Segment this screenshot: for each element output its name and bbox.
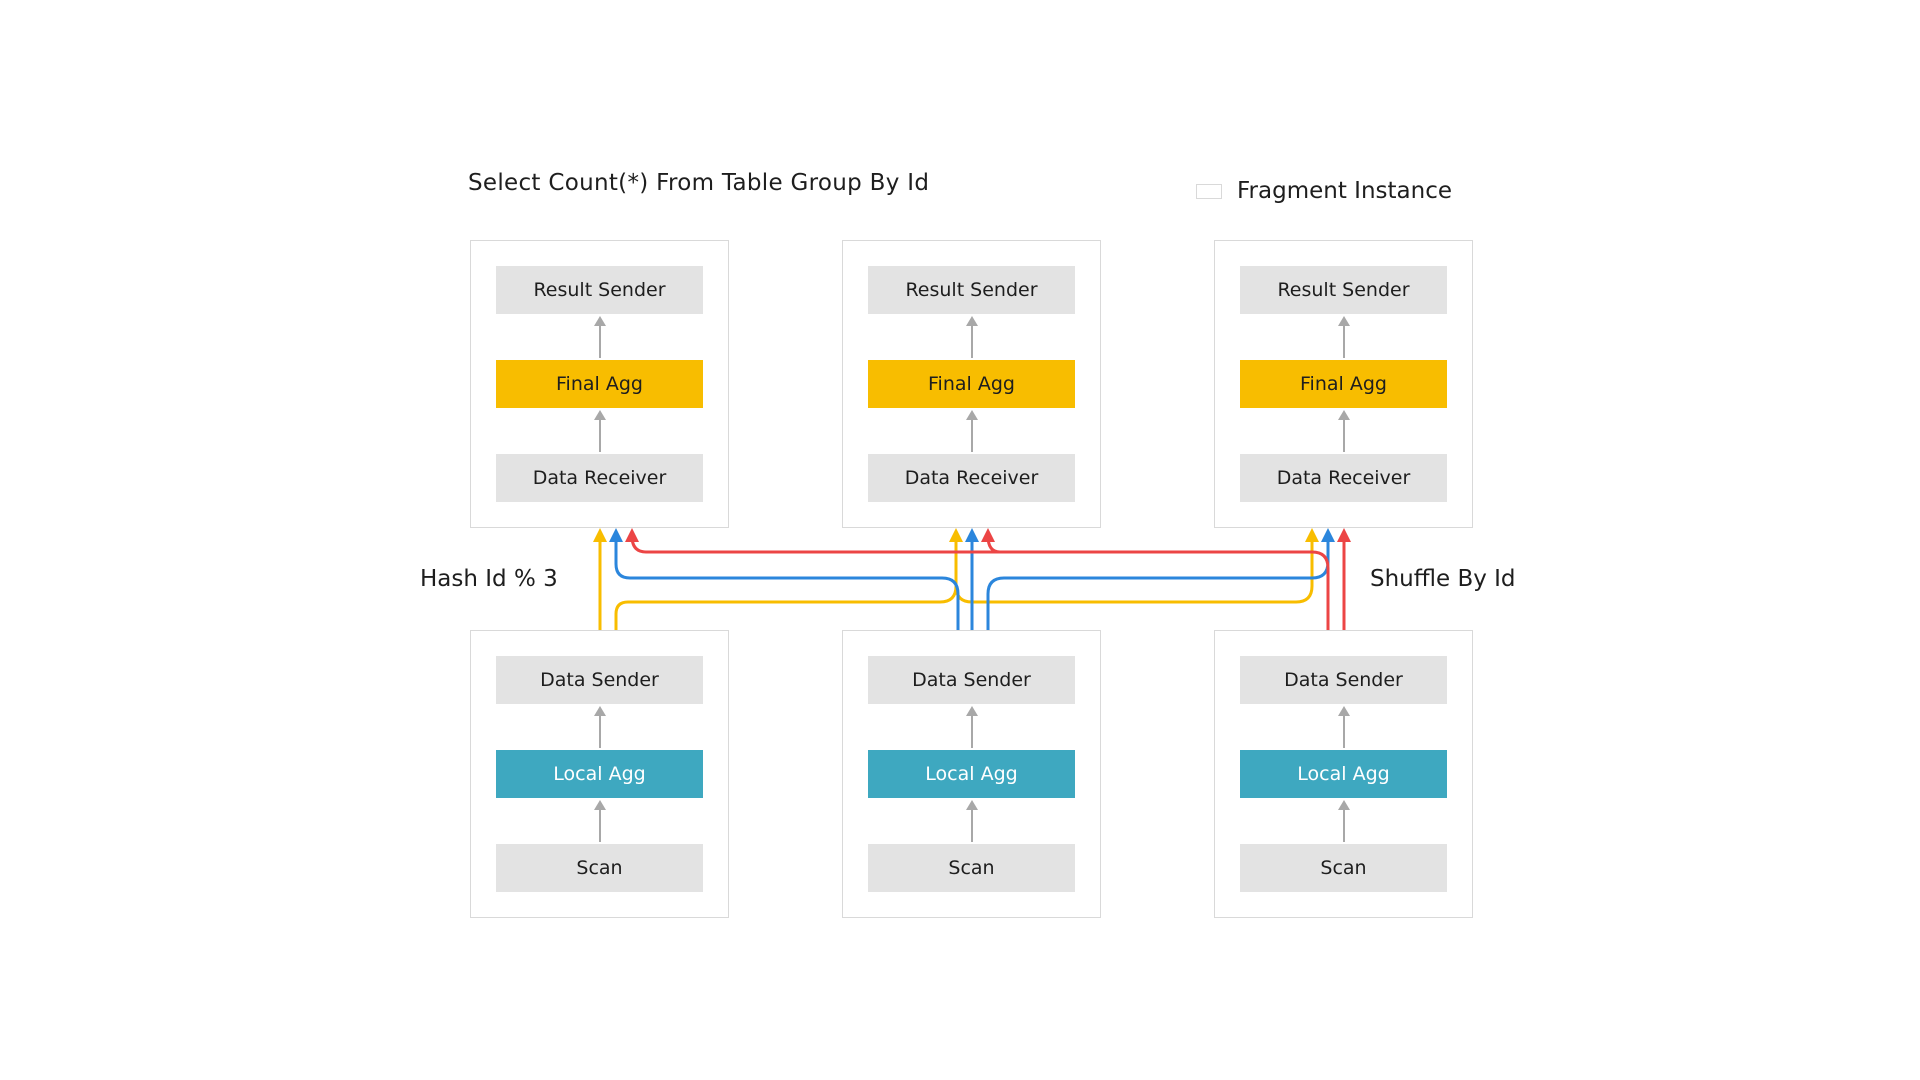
legend-label: Fragment Instance [1237, 178, 1452, 204]
hash-label: Hash Id % 3 [420, 566, 558, 592]
scan-node: Scan [868, 844, 1075, 892]
shuffle-label: Shuffle By Id [1370, 566, 1516, 592]
arrow-up-icon [966, 706, 978, 748]
legend-fragment-swatch [1196, 183, 1222, 199]
result-sender-node: Result Sender [868, 266, 1075, 314]
arrowhead-icon [609, 528, 623, 542]
local-agg-node: Local Agg [1240, 750, 1447, 798]
final-agg-node: Final Agg [1240, 360, 1447, 408]
arrow-up-icon [594, 706, 606, 748]
local-agg-node: Local Agg [868, 750, 1075, 798]
arrowhead-icon [949, 528, 963, 542]
legend: Fragment Instance [1196, 178, 1452, 204]
data-sender-node: Data Sender [1240, 656, 1447, 704]
yellow-wire-1-to-3 [954, 536, 1314, 604]
result-sender-node: Result Sender [496, 266, 703, 314]
arrowhead-icon [965, 528, 979, 542]
arrowhead-icon [625, 528, 639, 542]
arrow-up-icon [1338, 706, 1350, 748]
upper-fragment-2: Result Sender Final Agg Data Receiver [842, 240, 1101, 528]
blue-wire-2-to-1 [614, 536, 960, 630]
arrow-up-icon [594, 316, 606, 358]
lower-fragment-1: Data Sender Local Agg Scan [470, 630, 729, 918]
yellow-wire-1-to-2 [614, 536, 958, 630]
local-agg-node: Local Agg [496, 750, 703, 798]
arrowhead-icon [1337, 528, 1351, 542]
red-wire-3-to-1 [630, 535, 1330, 630]
arrowhead-icon [593, 528, 607, 542]
data-sender-node: Data Sender [868, 656, 1075, 704]
result-sender-node: Result Sender [1240, 266, 1447, 314]
data-receiver-node: Data Receiver [496, 454, 703, 502]
data-receiver-node: Data Receiver [868, 454, 1075, 502]
arrow-up-icon [966, 800, 978, 842]
data-receiver-node: Data Receiver [1240, 454, 1447, 502]
final-agg-node: Final Agg [496, 360, 703, 408]
upper-fragment-1: Result Sender Final Agg Data Receiver [470, 240, 729, 528]
blue-wire-2-to-3 [986, 536, 1330, 630]
scan-node: Scan [1240, 844, 1447, 892]
data-sender-node: Data Sender [496, 656, 703, 704]
lower-fragment-2: Data Sender Local Agg Scan [842, 630, 1101, 918]
arrowhead-icon [1305, 528, 1319, 542]
arrow-up-icon [1338, 800, 1350, 842]
arrowhead-icon [1321, 528, 1335, 542]
diagram-title: Select Count(*) From Table Group By Id [468, 170, 930, 196]
upper-fragment-3: Result Sender Final Agg Data Receiver [1214, 240, 1473, 528]
lower-fragment-3: Data Sender Local Agg Scan [1214, 630, 1473, 918]
arrow-up-icon [1338, 410, 1350, 452]
final-agg-node: Final Agg [868, 360, 1075, 408]
arrow-up-icon [594, 800, 606, 842]
scan-node: Scan [496, 844, 703, 892]
arrow-up-icon [1338, 316, 1350, 358]
arrowhead-icon [981, 528, 995, 542]
arrow-up-icon [966, 316, 978, 358]
arrow-up-icon [966, 410, 978, 452]
arrow-up-icon [594, 410, 606, 452]
